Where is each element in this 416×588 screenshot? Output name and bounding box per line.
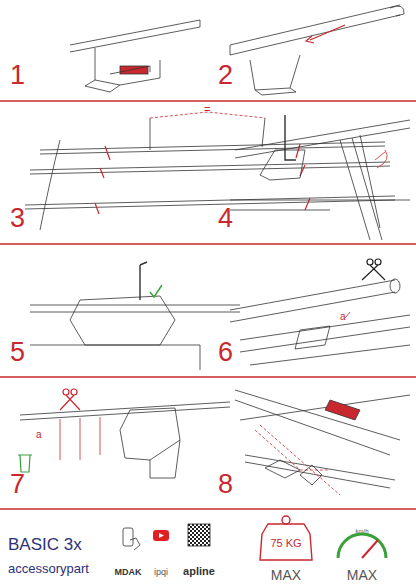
- step-number: 4: [218, 205, 233, 232]
- step-number: 1: [10, 62, 25, 89]
- product-name: BASIC 3x: [8, 536, 82, 553]
- load-max: MAX: [271, 568, 301, 582]
- speed-max: MAX: [347, 568, 377, 582]
- step-number: 8: [218, 471, 233, 498]
- step-number: 2: [218, 62, 233, 89]
- callout-letter: a: [340, 312, 346, 322]
- brand-logo: apline: [183, 566, 215, 577]
- step-number: 3: [10, 205, 25, 232]
- step-number: 6: [218, 339, 233, 366]
- brand-logo: ipqi: [154, 568, 168, 577]
- brand-name: accessorypart: [8, 562, 89, 575]
- brand-logo: MDAK: [115, 568, 142, 577]
- load-value: 75 KG: [270, 538, 301, 549]
- callout-letter: a: [36, 430, 42, 440]
- step-number: 5: [10, 339, 25, 366]
- equal-mark: =: [204, 104, 210, 115]
- step-number: 7: [10, 471, 25, 498]
- speed-unit: km/h: [355, 528, 368, 534]
